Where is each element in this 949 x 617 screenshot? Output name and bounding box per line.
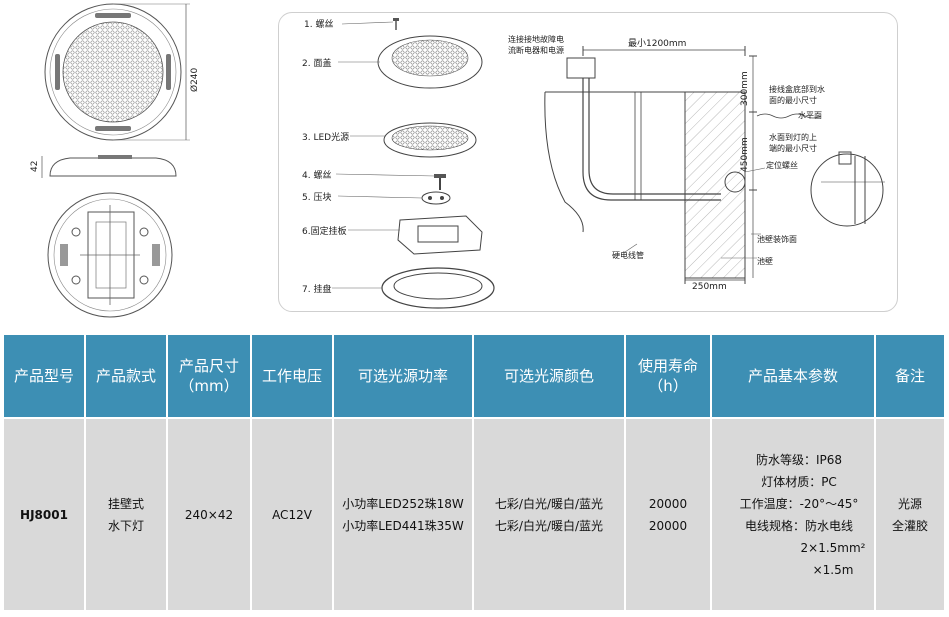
cell-note: 光源全灌胶	[874, 417, 946, 612]
part-1-label: 1. 螺丝	[304, 20, 334, 30]
conduit-label: 硬电线管	[612, 251, 644, 260]
power-note-line2: 流断电器和电源	[508, 46, 564, 55]
wall-label: 池壁	[757, 257, 773, 266]
locate-screw-label: 定位螺丝	[766, 161, 798, 170]
spec-table: 产品型号 产品款式 产品尺寸（mm） 工作电压 可选光源功率 可选光源颜色 使用…	[2, 333, 946, 612]
power-note-line1: 连接接地故障电	[508, 35, 564, 44]
top-view	[44, 3, 190, 141]
product-drawings: Ø240 42	[30, 3, 898, 318]
dim-300-label: 300mm	[740, 71, 750, 106]
min-distance-label: 最小1200mm	[628, 39, 687, 49]
water-level-label: 水平面	[798, 111, 822, 120]
back-view	[47, 192, 173, 318]
left-views-drawing	[41, 3, 190, 318]
dim-height-label: 42	[30, 160, 40, 172]
exploded-view-drawing	[332, 18, 495, 309]
cell-params: 防水等级：IP68 灯体材质：PC 工作温度：-20°～45° 电线规格：防水电…	[710, 417, 876, 612]
note-300-line1: 接线盒底部到水	[769, 85, 825, 94]
header-style: 产品款式	[84, 333, 168, 419]
header-note: 备注	[874, 333, 946, 419]
wall-deco-label: 池壁装饰面	[757, 235, 797, 244]
part-4-label: 4. 螺丝	[302, 171, 332, 181]
dim-diameter-label: Ø240	[190, 67, 200, 92]
header-color: 可选光源颜色	[472, 333, 626, 419]
header-power: 可选光源功率	[332, 333, 474, 419]
note-300-line2: 面的最小尺寸	[769, 96, 817, 105]
part-6-label: 6.固定挂板	[302, 227, 347, 237]
header-size: 产品尺寸（mm）	[166, 333, 252, 419]
part-2-label: 2. 面盖	[302, 59, 332, 69]
cell-color: 七彩/白光/暖白/蓝光七彩/白光/暖白/蓝光	[472, 417, 626, 612]
header-params: 产品基本参数	[710, 333, 876, 419]
installation-diagram	[544, 46, 885, 284]
cell-model: HJ8001	[2, 417, 86, 612]
note-450-line2: 端的最小尺寸	[769, 144, 817, 153]
header-voltage: 工作电压	[250, 333, 334, 419]
dim-450-label: 450mm	[740, 137, 750, 172]
header-model: 产品型号	[2, 333, 86, 419]
table-header-row: 产品型号 产品款式 产品尺寸（mm） 工作电压 可选光源功率 可选光源颜色 使用…	[2, 333, 946, 419]
cell-voltage: AC12V	[250, 417, 334, 612]
cell-style: 挂壁式水下灯	[84, 417, 168, 612]
side-view	[41, 155, 177, 178]
part-3-label: 3. LED光源	[302, 133, 350, 143]
table-row: HJ8001 挂壁式水下灯 240×42 AC12V 小功率LED252珠18W…	[2, 417, 946, 612]
note-450-line1: 水面到灯的上	[769, 133, 817, 142]
dim-250-label: 250mm	[692, 282, 727, 292]
part-7-label: 7. 挂盘	[302, 285, 332, 295]
part-5-label: 5. 压块	[302, 193, 332, 203]
header-life: 使用寿命（h）	[624, 333, 712, 419]
cell-size: 240×42	[166, 417, 252, 612]
